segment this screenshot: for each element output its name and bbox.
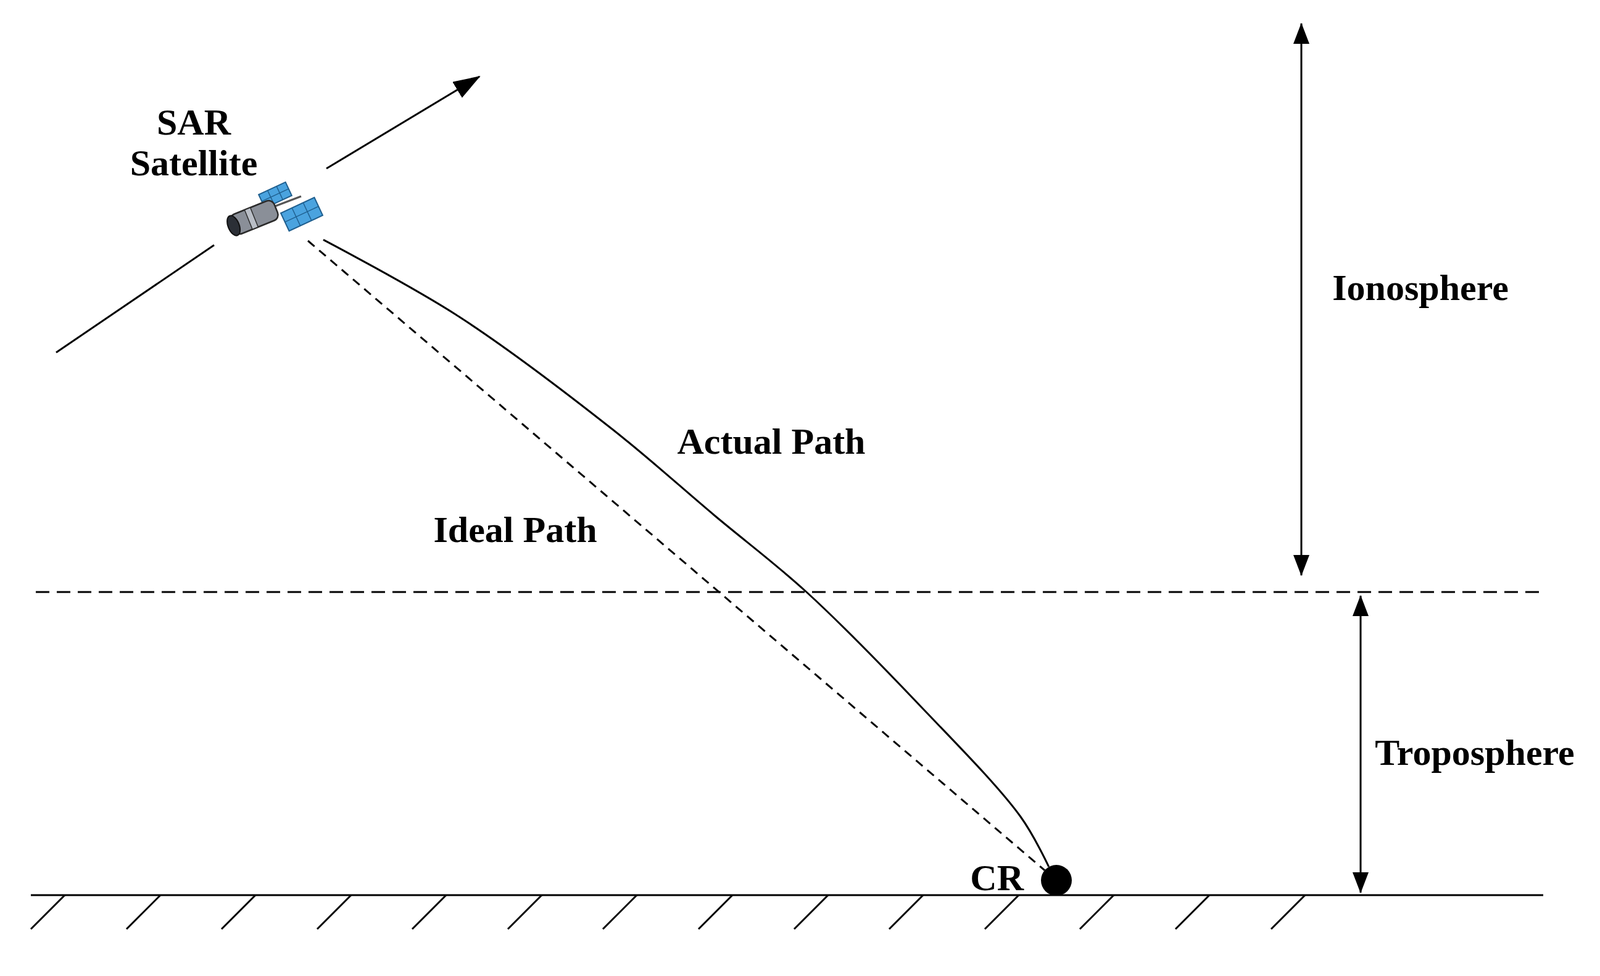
- corner-reflector: CR: [1040, 864, 1072, 896]
- hatch: [984, 894, 1019, 929]
- hatch: [412, 894, 447, 929]
- hatch: [1175, 894, 1210, 929]
- hatch: [1079, 894, 1114, 929]
- hatch: [1271, 894, 1306, 929]
- layer-boundary: [35, 591, 1547, 593]
- troposphere-arrow: [1359, 595, 1362, 893]
- ground-hatching: [30, 894, 1306, 929]
- flight-line: [56, 244, 215, 353]
- ionosphere-label: Ionosphere: [1332, 267, 1509, 308]
- satellite-icon: [224, 182, 323, 238]
- hatch: [889, 894, 924, 929]
- hatch: [30, 894, 65, 929]
- reflector-label: CR: [969, 857, 1024, 898]
- hatch: [602, 894, 637, 929]
- satellite-label: SAR Satellite: [113, 101, 274, 184]
- hatch: [698, 894, 733, 929]
- hatch: [126, 894, 161, 929]
- ground-line: [30, 894, 1544, 896]
- solar-panel: [280, 197, 323, 231]
- hatch: [794, 894, 829, 929]
- hatch: [221, 894, 256, 929]
- hatch: [507, 894, 542, 929]
- satellite-node: SAR Satellite: [224, 182, 324, 241]
- path-label: Actual Path: [675, 420, 869, 462]
- ideal-path: [307, 240, 1045, 871]
- satellite-body: [224, 198, 281, 238]
- flight-arrow: [326, 76, 480, 169]
- path-label: Ideal Path: [430, 509, 600, 550]
- flight-direction: [56, 76, 480, 353]
- hatch: [317, 894, 352, 929]
- actual-path: [323, 239, 1049, 867]
- troposphere-label: Troposphere: [1374, 731, 1575, 773]
- ionosphere-arrow: [1300, 23, 1303, 576]
